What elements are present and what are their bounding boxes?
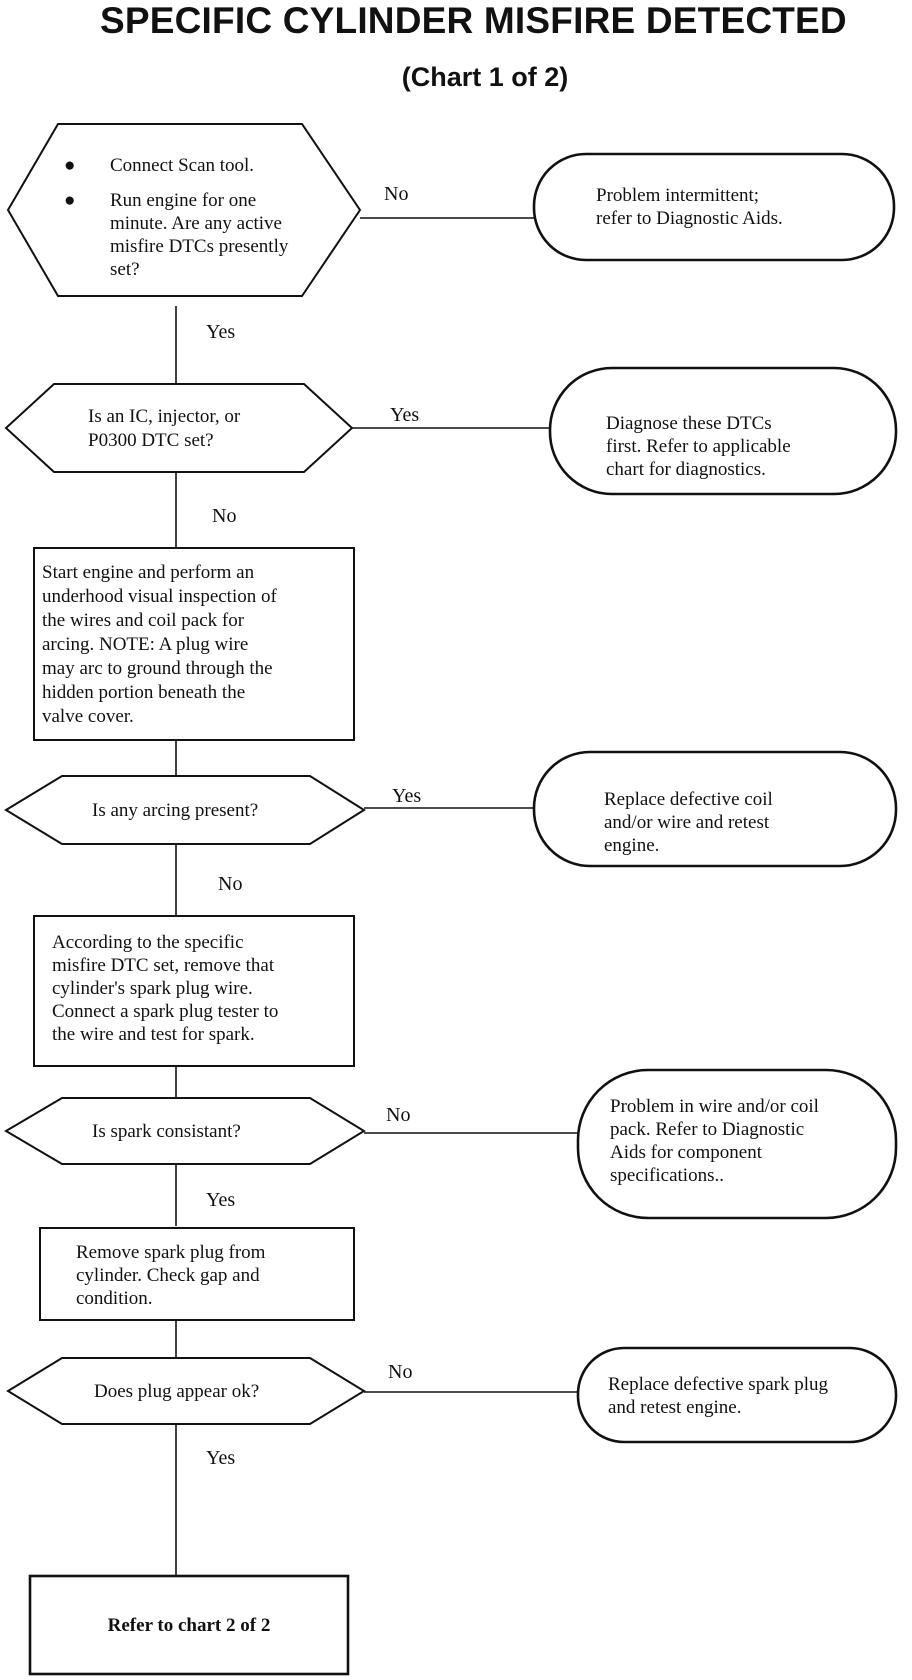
d1-bullet-1-line-1: Connect Scan tool. <box>110 155 254 176</box>
chart-subtitle: (Chart 1 of 2) <box>401 62 569 92</box>
d1-yes-label: Yes <box>206 321 235 343</box>
d1-bullet-2-line-4: set? <box>110 259 140 280</box>
bullet-dot: ● <box>64 190 75 211</box>
connectors <box>175 217 578 1576</box>
b2-line-4: Connect a spark plug tester to <box>52 1001 278 1022</box>
d3-result-line-1: Replace defective coil <box>604 789 773 810</box>
d3-yes-label: Yes <box>392 785 421 807</box>
d1-no-label: No <box>384 183 408 205</box>
d5-no-label: No <box>388 1361 412 1383</box>
end-text: Refer to chart 2 of 2 <box>108 1615 271 1636</box>
result-problem-wire-coil: Problem in wire and/or coil pack. Refer … <box>576 1068 898 1220</box>
d4-result-line-4: specifications.. <box>610 1165 724 1186</box>
step-visual-inspection: Start engine and perform an underhood vi… <box>33 547 355 741</box>
b2-line-1: According to the specific <box>52 932 244 953</box>
d2-question-line-1: Is an IC, injector, or <box>88 406 241 427</box>
d4-result-line-2: pack. Refer to Diagnostic <box>610 1119 804 1140</box>
decision-spark-consistant: Is spark consistant? <box>4 1097 366 1165</box>
d1-bullet-2-line-3: misfire DTCs presently <box>110 236 289 257</box>
d3-question-line-1: Is any arcing present? <box>92 800 258 821</box>
decision-scan-tool: ● Connect Scan tool. ● Run engine for on… <box>6 123 362 297</box>
d4-result-line-1: Problem in wire and/or coil <box>610 1096 819 1117</box>
result-replace-spark-plug: Replace defective spark plug and retest … <box>576 1346 898 1444</box>
d3-result-line-3: engine. <box>604 835 659 856</box>
d4-yes-label: Yes <box>206 1189 235 1211</box>
d2-question-line-2: P0300 DTC set? <box>88 430 214 451</box>
d1-bullet-2-line-2: minute. Are any active <box>110 213 282 234</box>
d2-yes-label: Yes <box>390 404 419 426</box>
d3-no-label: No <box>218 873 242 895</box>
d1-result-line-1: Problem intermittent; <box>596 185 759 206</box>
bullet-dot: ● <box>64 155 75 176</box>
chart-title: SPECIFIC CYLINDER MISFIRE DETECTED <box>100 0 847 41</box>
d2-result-line-1: Diagnose these DTCs <box>606 413 772 434</box>
b3-line-1: Remove spark plug from <box>76 1242 266 1263</box>
b1-line-3: the wires and coil pack for <box>42 610 245 631</box>
b1-line-6: hidden portion beneath the <box>42 682 245 703</box>
d5-question-line-1: Does plug appear ok? <box>94 1381 259 1402</box>
d2-no-label: No <box>212 505 236 527</box>
d5-result-line-2: and retest engine. <box>608 1397 741 1418</box>
d4-question-line-1: Is spark consistant? <box>92 1121 241 1142</box>
d3-result-line-2: and/or wire and retest <box>604 812 770 833</box>
b2-line-2: misfire DTC set, remove that <box>52 955 275 976</box>
b3-line-2: cylinder. Check gap and <box>76 1265 260 1286</box>
d1-result-line-2: refer to Diagnostic Aids. <box>596 208 783 229</box>
step-check-spark-plug: Remove spark plug from cylinder. Check g… <box>39 1227 355 1321</box>
d5-result-line-1: Replace defective spark plug <box>608 1374 828 1395</box>
d5-yes-label: Yes <box>206 1447 235 1469</box>
d2-result-line-2: first. Refer to applicable <box>606 436 791 457</box>
b1-line-7: valve cover. <box>42 706 134 727</box>
result-problem-intermittent: Problem intermittent; refer to Diagnosti… <box>532 152 896 262</box>
end-refer-chart-2: Refer to chart 2 of 2 <box>28 1574 350 1676</box>
b1-line-5: may arc to ground through the <box>42 658 273 679</box>
step-test-for-spark: According to the specific misfire DTC se… <box>33 915 355 1067</box>
d1-bullet-2-line-1: Run engine for one <box>110 190 256 211</box>
b1-line-2: underhood visual inspection of <box>42 586 277 607</box>
b1-line-1: Start engine and perform an <box>42 562 255 583</box>
b3-line-3: condition. <box>76 1288 153 1309</box>
result-replace-coil-wire: Replace defective coil and/or wire and r… <box>532 750 898 868</box>
d4-result-line-3: Aids for component <box>610 1142 763 1163</box>
decision-plug-ok: Does plug appear ok? <box>6 1357 366 1425</box>
decision-arcing-present: Is any arcing present? <box>4 775 366 845</box>
result-diagnose-dtcs: Diagnose these DTCs first. Refer to appl… <box>548 366 898 496</box>
decision-ic-injector-dtc: Is an IC, injector, or P0300 DTC set? <box>4 383 354 473</box>
b2-line-5: the wire and test for spark. <box>52 1024 255 1045</box>
b2-line-3: cylinder's spark plug wire. <box>52 978 253 999</box>
d2-result-line-3: chart for diagnostics. <box>606 459 766 480</box>
d4-no-label: No <box>386 1104 410 1126</box>
b1-line-4: arcing. NOTE: A plug wire <box>42 634 248 655</box>
